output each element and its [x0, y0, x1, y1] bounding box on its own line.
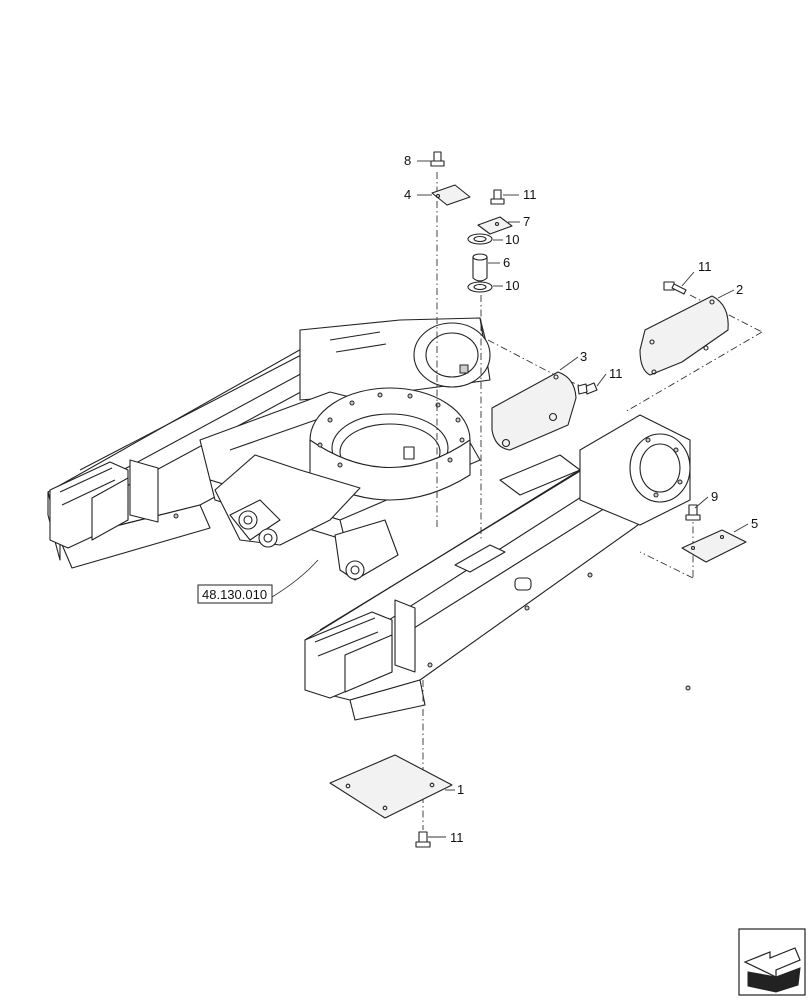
part-11-bolt-bottom[interactable] [415, 831, 431, 848]
reference-box [197, 584, 273, 604]
part-3-cover[interactable] [491, 371, 577, 451]
part-2-cover[interactable] [639, 295, 729, 376]
callout-10-top: 10 [505, 232, 519, 247]
callout-6: 6 [503, 255, 510, 270]
callout-10-bottom: 10 [505, 278, 519, 293]
callout-5: 5 [751, 516, 758, 531]
callout-4: 4 [404, 187, 411, 202]
part-5-plate[interactable] [681, 529, 747, 563]
part-1-cover-plate[interactable] [329, 754, 453, 819]
callout-9: 9 [711, 489, 718, 504]
part-11-bolt-3[interactable] [577, 382, 598, 395]
reference-label[interactable]: 48.130.010 [202, 587, 267, 602]
swing-bearing-ring [309, 387, 471, 501]
arrow-icon[interactable] [738, 928, 806, 996]
part-6-pin[interactable] [472, 253, 488, 282]
reference-link[interactable]: 48.130.010 [197, 584, 273, 604]
callout-11-bottom: 11 [450, 830, 464, 845]
part-10-washer-bottom[interactable] [467, 281, 493, 293]
part-9-bolt[interactable] [685, 504, 701, 521]
callout-11-mid: 11 [609, 366, 623, 381]
part-11-bolt-2[interactable] [663, 281, 687, 295]
part-8-bolt[interactable] [430, 151, 445, 167]
undercarriage-frame [47, 317, 691, 721]
callout-1: 1 [457, 782, 464, 797]
callout-2: 2 [736, 282, 743, 297]
part-7-lock-plate[interactable] [477, 216, 513, 235]
callout-3: 3 [580, 349, 587, 364]
part-11-bolt-top[interactable] [490, 189, 505, 205]
part-4-plate[interactable] [431, 184, 471, 206]
callout-7: 7 [523, 214, 530, 229]
callout-11-top: 11 [523, 187, 537, 202]
callout-11-right: 11 [698, 259, 712, 274]
callout-labels: 8 4 11 7 10 6 10 11 2 3 11 9 5 1 11 [404, 153, 758, 845]
callout-8: 8 [404, 153, 411, 168]
part-10-washer-top[interactable] [467, 233, 493, 245]
leader-lines [271, 160, 749, 838]
